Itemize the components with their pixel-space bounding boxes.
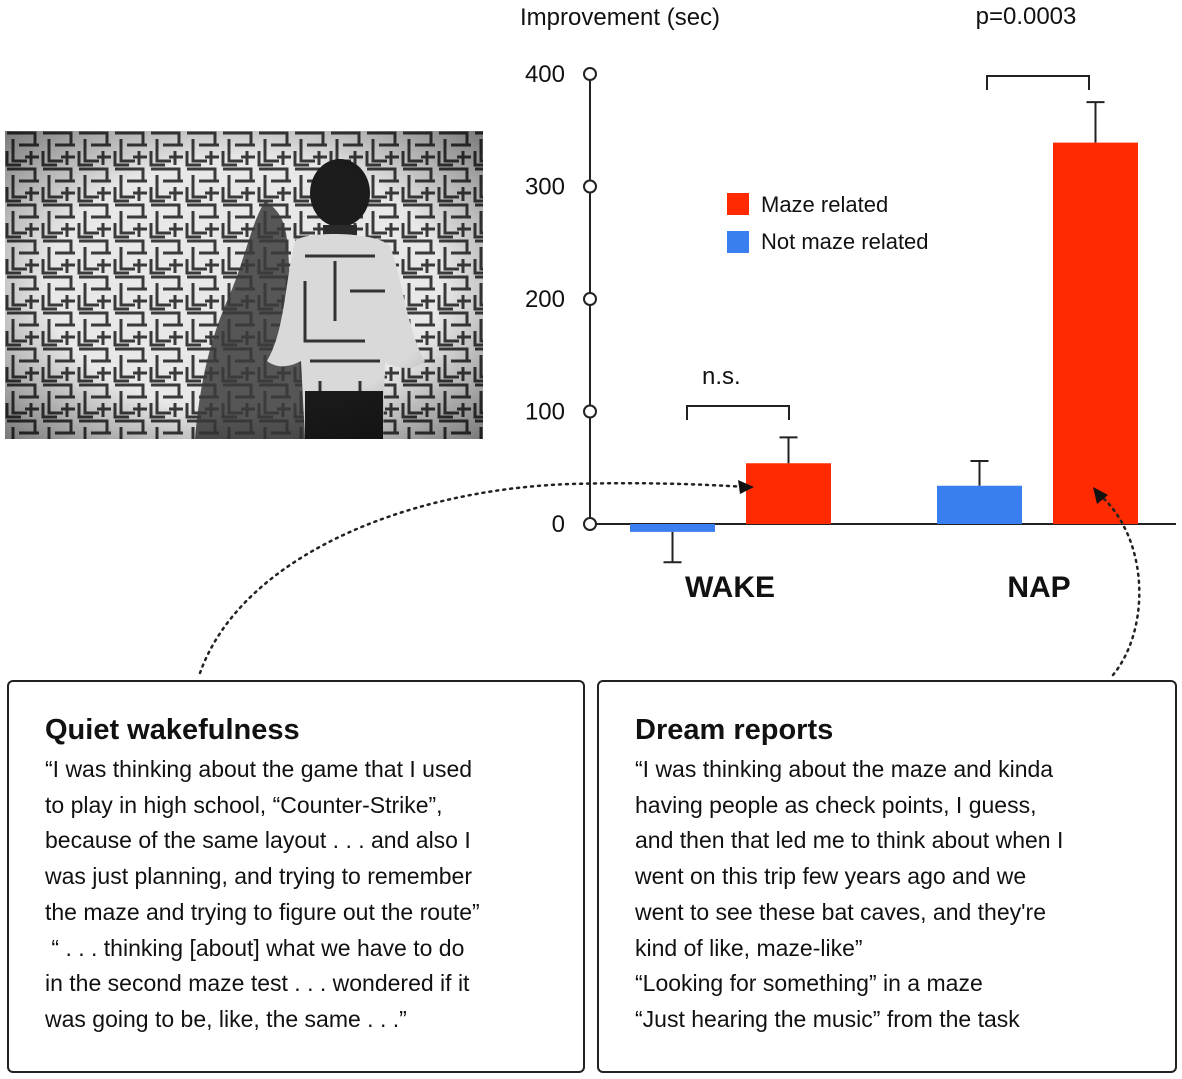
quote-line: having people as check points, I guess, <box>635 791 1037 818</box>
y-tick-label: 100 <box>525 399 565 426</box>
nap-arrowhead <box>1093 487 1108 504</box>
bar-nap-not-maze-related <box>937 485 1022 524</box>
wake-dotted-arrow <box>198 481 747 675</box>
category-label-nap: NAP <box>1007 571 1070 604</box>
quiet-wakefulness-box: Quiet wakefulness “I was thinking about … <box>7 680 585 1073</box>
quote-line: “I was thinking about the game that I us… <box>45 756 473 782</box>
quote-line: and then that led me to think about when… <box>635 827 1064 854</box>
quote-line: was going to be, like, the same . . .” <box>45 1005 407 1032</box>
y-axis-label: Improvement (sec) <box>520 4 720 31</box>
wake-significance-label: n.s. <box>702 363 741 390</box>
y-tick-label: 0 <box>552 511 565 538</box>
quote-line: “I was thinking about the maze and kinda <box>635 756 1054 782</box>
nap-dotted-arrow <box>1098 493 1141 677</box>
nap-significance-label: p=0.0003 <box>976 3 1077 30</box>
legend-swatch-not-maze-related <box>727 231 749 253</box>
legend-swatch-maze-related <box>727 193 749 215</box>
y-tick-mark <box>583 292 597 306</box>
quote-line: went on this trip few years ago and we <box>635 863 1027 890</box>
nap-significance-bracket <box>986 75 1090 90</box>
y-tick-mark <box>583 179 597 194</box>
y-tick-mark <box>583 517 597 531</box>
quote-line: “Looking for something” in a maze <box>635 970 983 997</box>
quote-line: “Just hearing the music” from the task <box>635 1005 1020 1032</box>
y-tick-mark <box>583 67 597 81</box>
quote-line: “ . . . thinking [about] what we have to… <box>45 934 465 961</box>
quote-line: to play in high school, “Counter-Strike”… <box>45 791 443 818</box>
maze-person-photo <box>5 131 483 439</box>
y-tick-label: 200 <box>525 286 565 313</box>
bar-wake-maze-related <box>746 463 831 524</box>
quote-line: because of the same layout . . . and als… <box>45 827 471 854</box>
quote-line: kind of like, maze-like” <box>635 934 863 961</box>
legend-label-not-maze-related: Not maze related <box>761 229 929 254</box>
quote-line: was just planning, and trying to remembe… <box>45 863 472 890</box>
category-label-wake: WAKE <box>685 571 775 604</box>
quote-line: the maze and trying to figure out the ro… <box>45 898 480 925</box>
wake-significance-bracket <box>686 405 790 420</box>
y-tick-label: 300 <box>525 174 565 201</box>
wake-arrowhead <box>738 480 754 494</box>
bar-wake-not-maze-related <box>630 524 715 532</box>
quote-line: went to see these bat caves, and they're <box>635 898 1046 925</box>
quote-line: in the second maze test . . . wondered i… <box>45 970 470 997</box>
bar-nap-maze-related <box>1053 142 1138 524</box>
y-tick-label: 400 <box>525 61 565 88</box>
quiet-wakefulness-title: Quiet wakefulness <box>45 714 300 746</box>
dream-reports-box: Dream reports “I was thinking about the … <box>597 680 1177 1073</box>
legend-label-maze-related: Maze related <box>761 192 888 217</box>
dream-reports-title: Dream reports <box>635 714 834 746</box>
y-tick-mark <box>583 404 597 419</box>
